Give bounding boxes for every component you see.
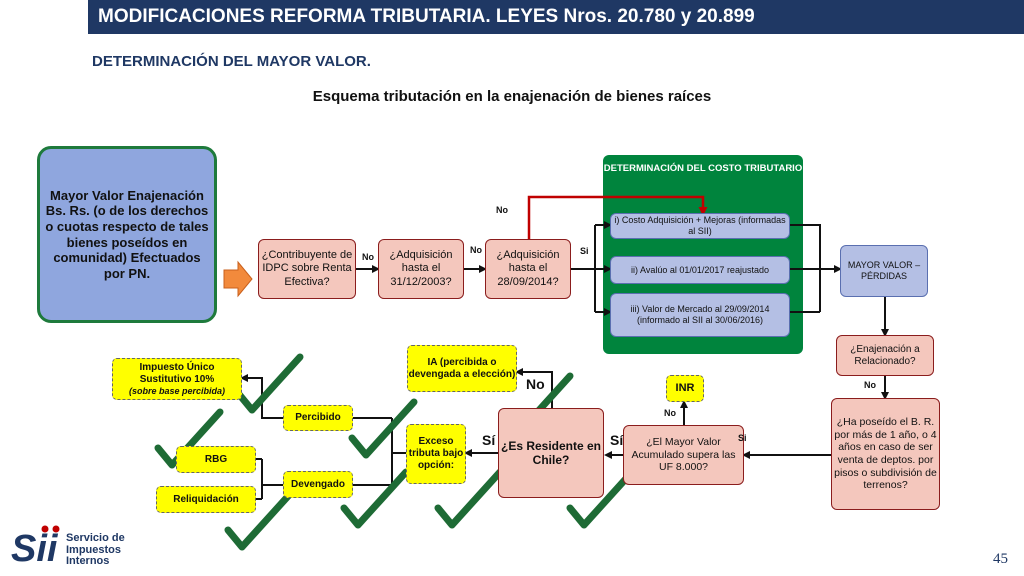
label-si: Si [738,433,747,443]
label-no: No [496,205,508,215]
logo-line: Servicio de [66,532,125,544]
slide-subtitle: DETERMINACIÓN DEL MAYOR VALOR. [92,53,371,70]
reliquidacion-node: Reliquidación [156,486,256,513]
logo-line: Impuestos [66,543,122,556]
adquisicion-2003-node: ¿Adquisición hasta el 31/12/2003? [378,239,464,299]
relacionado-node: ¿Enajenación a Relacionado? [836,335,934,376]
check-icon [434,468,504,529]
arrow-no-to-costo [527,195,708,245]
costo-i-node: i) Costo Adquisición + Mejoras (informad… [610,213,790,239]
arrow-2014-branch [571,225,596,312]
check-icon [224,490,294,551]
adquisicion-2014-node: ¿Adquisición hasta el 28/09/2014? [485,239,571,299]
check-icon [340,468,410,529]
check-icon [234,353,304,414]
slide-title: MODIFICACIONES REFORMA TRIBUTARIA. LEYES… [88,0,1024,34]
label-si: Sí [610,432,624,448]
orange-arrow-icon [223,260,253,298]
impuesto-unico-label: Impuesto Único Sustitutivo 10% [139,361,215,385]
inr-node: INR [666,375,704,402]
sii-logo-text: Servicio de Impuestos Internos [66,532,125,568]
check-icon [348,398,418,459]
impuesto-unico-sub: (sobre base percibida) [128,385,226,396]
devengado-node: Devengado [283,471,353,498]
label-no: No [470,245,482,255]
arrow-devengado-branch [256,458,283,500]
page-number: 45 [993,551,1008,567]
label-no: No [362,252,374,262]
poseido-node: ¿Ha poseído el B. R. por más de 1 año, o… [831,398,940,510]
exceso-node: Exceso tributa bajo opción: [406,424,466,484]
mayor-valor-main-box: Mayor Valor Enajenación Bs. Rs. (o de lo… [37,146,217,323]
diagram-heading: Esquema tributación en la enajenación de… [312,88,712,105]
arrow-exceso-branch [353,417,406,486]
contribuyente-node: ¿Contribuyente de IDPC sobre Renta Efect… [258,239,356,299]
logo-line: Internos [66,555,110,568]
impuesto-unico-node: Impuesto Único Sustitutivo 10% (sobre ba… [112,358,242,400]
mayor-valor-uf-node: ¿El Mayor Valor Acumulado supera las UF … [623,425,744,485]
residente-node: ¿Es Residente en Chile? [498,408,604,498]
label-no: No [864,380,876,390]
ia-node: IA (percibida o devengada a elección) [407,345,517,392]
check-icon [154,408,224,469]
percibido-node: Percibido [283,405,353,431]
costo-ii-node: ii) Avalúo al 01/01/2017 reajustado [610,256,790,284]
mayor-valor-perdidas-node: MAYOR VALOR – PÉRDIDAS [840,245,928,297]
arrow-costos-merge [790,224,840,313]
sii-logo-icon: Sii [11,525,60,570]
costo-iii-node: iii) Valor de Mercado al 29/09/2014 (inf… [610,293,790,337]
label-si: Sí [482,432,496,448]
label-si: Si [580,246,589,256]
check-icon [566,468,636,529]
rbg-node: RBG [176,446,256,473]
sii-logo: Sii [10,523,64,572]
sii-logo-mark: Sii [11,528,59,567]
label-no: No [664,408,676,418]
panel-title: DETERMINACIÓN DEL COSTO TRIBUTARIO [603,163,803,174]
label-no: No [526,376,545,392]
